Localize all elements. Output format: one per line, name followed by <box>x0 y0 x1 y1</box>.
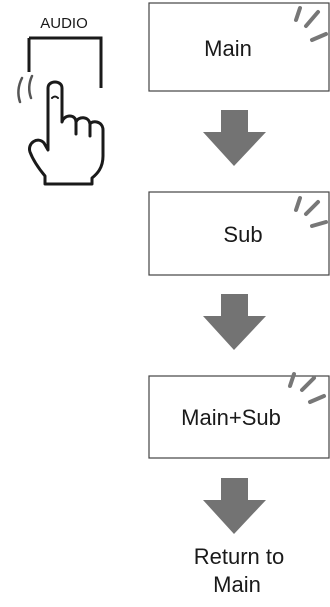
step-box-main-sub-frame <box>148 375 330 459</box>
final-state-line-2: Main <box>213 572 261 597</box>
sparkle-icon <box>288 6 328 404</box>
press-motion-lines-icon <box>17 74 34 104</box>
step-box-main: Main <box>148 2 330 92</box>
down-arrow-icon <box>203 294 266 350</box>
audio-button-outline <box>29 36 103 88</box>
step-label-sub: Sub <box>223 222 262 247</box>
step-box-main-sub: Main+Sub <box>148 375 330 459</box>
step-label-main: Main <box>204 36 252 61</box>
down-arrow-icon <box>203 478 266 534</box>
down-arrow-icon <box>203 110 266 166</box>
final-state-line-1: Return to <box>194 544 285 569</box>
pointing-hand-icon <box>28 80 105 186</box>
audio-button-illustration: AUDIO <box>27 15 103 88</box>
step-box-sub: Sub <box>148 191 330 276</box>
step-label-main-sub: Main+Sub <box>181 405 281 430</box>
step-box-main-frame <box>148 2 330 92</box>
audio-button-label: AUDIO <box>40 15 88 32</box>
